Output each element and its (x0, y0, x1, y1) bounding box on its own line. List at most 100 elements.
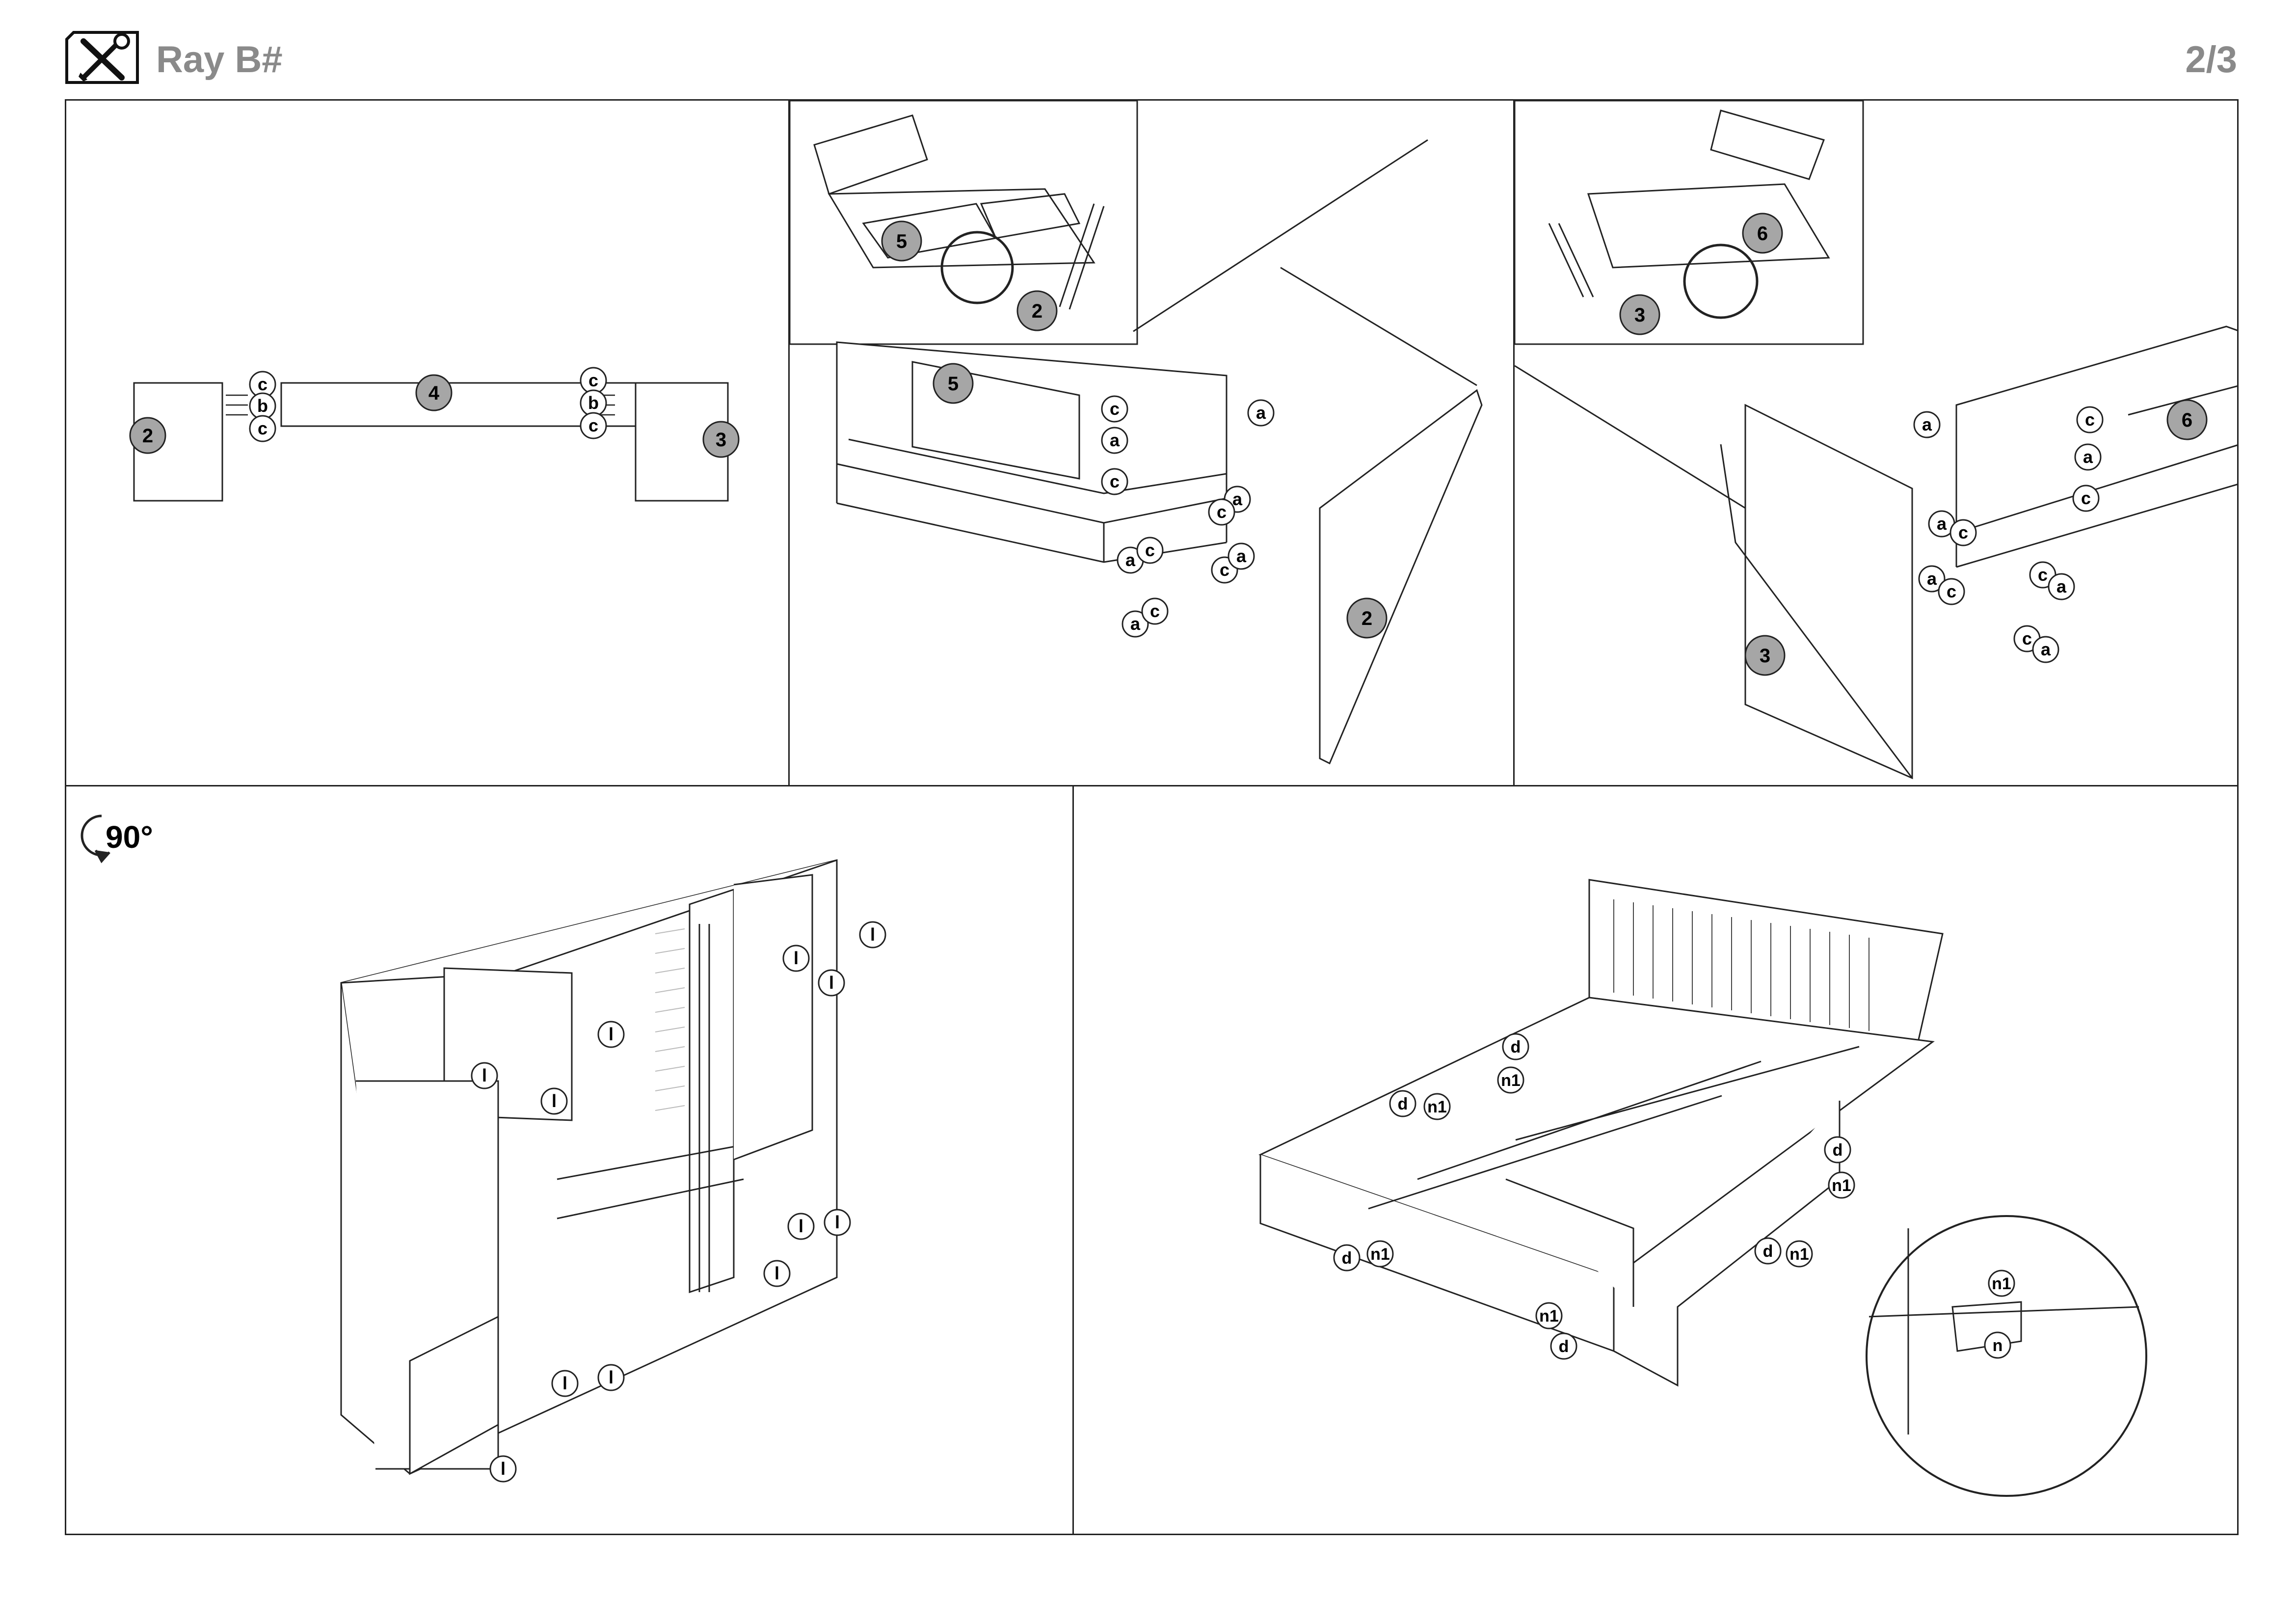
step-1-drawing: 2 4 3 c b c c b c (129, 367, 740, 502)
svg-text:d: d (1833, 1141, 1843, 1160)
svg-text:a: a (1110, 430, 1120, 450)
svg-text:a: a (1125, 550, 1136, 570)
svg-text:a: a (1922, 414, 1932, 434)
svg-text:l: l (562, 1373, 567, 1393)
svg-text:c: c (588, 370, 598, 390)
svg-text:3: 3 (1634, 304, 1645, 326)
step-2-drawing: 5 2 5 2 c a c a a c a c (790, 101, 1483, 765)
svg-text:n1: n1 (1370, 1245, 1390, 1264)
fittings-right: c b c (580, 367, 607, 439)
svg-text:2: 2 (1362, 608, 1372, 629)
part-label-3: 3 (716, 429, 726, 451)
step-panel-1: 2 4 3 c b c c b c (65, 99, 790, 786)
svg-text:l: l (794, 948, 799, 968)
wardrobe-drawing (340, 859, 838, 1475)
step-4-drawing: 90° l l l l l l l l l l l (80, 814, 886, 1483)
fittings-panel-4: l l l l l l l l l l l l (471, 921, 886, 1483)
svg-text:l: l (870, 924, 875, 945)
step-panel-2: 5 2 5 2 c a c a a c a c (788, 99, 1515, 786)
part-badge-6 (2166, 399, 2208, 440)
svg-text:c: c (1110, 399, 1120, 419)
svg-text:c: c (2038, 565, 2048, 585)
tools-icon (65, 31, 139, 84)
svg-text:b: b (588, 393, 599, 413)
frame-drawing (1515, 325, 2237, 780)
fittings-left: c b c (249, 371, 276, 442)
svg-text:n1: n1 (1832, 1176, 1851, 1195)
svg-text:l: l (774, 1263, 779, 1283)
svg-text:a: a (2056, 576, 2067, 596)
svg-text:c: c (2081, 488, 2091, 508)
bed-frame-drawing (1258, 879, 1944, 1387)
step-panel-3: 6 3 6 3 a c a c a c a c c a (1513, 99, 2239, 786)
svg-text:n1: n1 (1427, 1098, 1447, 1116)
svg-text:n1: n1 (1539, 1307, 1559, 1326)
svg-text:c: c (1110, 471, 1120, 491)
svg-text:c: c (1947, 581, 1956, 601)
part-label-4: 4 (428, 382, 440, 404)
svg-text:a: a (1232, 489, 1243, 509)
step-panel-4: 90° l l l l l l l l l l l (65, 785, 1074, 1535)
fittings-panel-2: c a c a a c a c c a a c (1101, 395, 1275, 638)
svg-text:3: 3 (1760, 645, 1770, 667)
svg-text:5: 5 (948, 373, 959, 395)
back-slats (655, 928, 685, 1111)
fittings-panel-3: a c a c a c a c c a c a (1913, 406, 2104, 663)
svg-text:c: c (1145, 540, 1155, 560)
svg-text:a: a (1256, 403, 1266, 423)
svg-text:c: c (588, 415, 598, 435)
part-badge-5 (933, 363, 974, 404)
svg-text:c: c (258, 418, 267, 438)
step-panel-5: d n1 d n1 d n1 d n1 d n1 n1 d n1 n (1072, 785, 2239, 1535)
svg-text:a: a (1927, 568, 1937, 589)
svg-text:n: n (1993, 1336, 2003, 1355)
svg-text:d: d (1342, 1249, 1352, 1268)
svg-text:d: d (1763, 1242, 1773, 1261)
svg-text:6: 6 (1757, 223, 1768, 244)
svg-text:l: l (829, 973, 834, 993)
svg-text:l: l (482, 1065, 487, 1085)
rotate-icon (80, 814, 110, 864)
page-number: 2/3 (2185, 39, 2237, 81)
svg-text:n1: n1 (1789, 1245, 1809, 1264)
svg-text:c: c (1217, 502, 1227, 522)
step-5-drawing: d n1 d n1 d n1 d n1 d n1 n1 d n1 n (1258, 879, 2147, 1497)
svg-text:l: l (835, 1212, 840, 1232)
svg-text:c: c (1958, 522, 1968, 542)
svg-text:l: l (501, 1459, 506, 1479)
svg-text:a: a (1236, 546, 1247, 566)
part-badge-2 (129, 417, 166, 454)
inset-overview (1515, 101, 1864, 345)
svg-text:a: a (2083, 447, 2093, 467)
fittings-panel-5: d n1 d n1 d n1 d n1 d n1 n1 d n1 n (1333, 1033, 2015, 1360)
svg-text:6: 6 (2182, 409, 2192, 431)
part-badges: 2 4 3 (129, 374, 740, 458)
step-3-drawing: 6 3 6 3 a c a c a c a c c a (1515, 101, 2237, 780)
header: Ray B# 2/3 (0, 0, 2296, 98)
svg-text:d: d (1398, 1095, 1408, 1113)
svg-text:c: c (2085, 409, 2095, 430)
part-badge-3 (702, 421, 740, 458)
svg-text:l: l (609, 1367, 614, 1387)
svg-text:a: a (1130, 614, 1141, 634)
svg-text:c: c (2022, 628, 2032, 649)
svg-text:c: c (1150, 601, 1160, 621)
svg-text:a: a (1937, 514, 1947, 534)
part-badge-3 (1744, 635, 1786, 676)
part-label-2: 2 (142, 425, 153, 447)
svg-text:l: l (609, 1024, 614, 1044)
headboard-slats (1613, 899, 1869, 1031)
inset-overview (790, 101, 1138, 345)
part-badge-4 (415, 374, 453, 411)
detail-callout (1866, 1215, 2147, 1497)
svg-text:n1: n1 (1501, 1071, 1521, 1090)
svg-text:d: d (1559, 1337, 1569, 1356)
part-badge-2 (1346, 597, 1388, 639)
svg-text:c: c (1220, 560, 1229, 580)
svg-text:l: l (799, 1216, 803, 1236)
svg-text:2: 2 (1032, 300, 1042, 322)
svg-text:c: c (258, 374, 267, 394)
document-title: Ray B# (156, 39, 283, 81)
svg-text:5: 5 (896, 231, 907, 252)
svg-text:a: a (2041, 639, 2051, 659)
